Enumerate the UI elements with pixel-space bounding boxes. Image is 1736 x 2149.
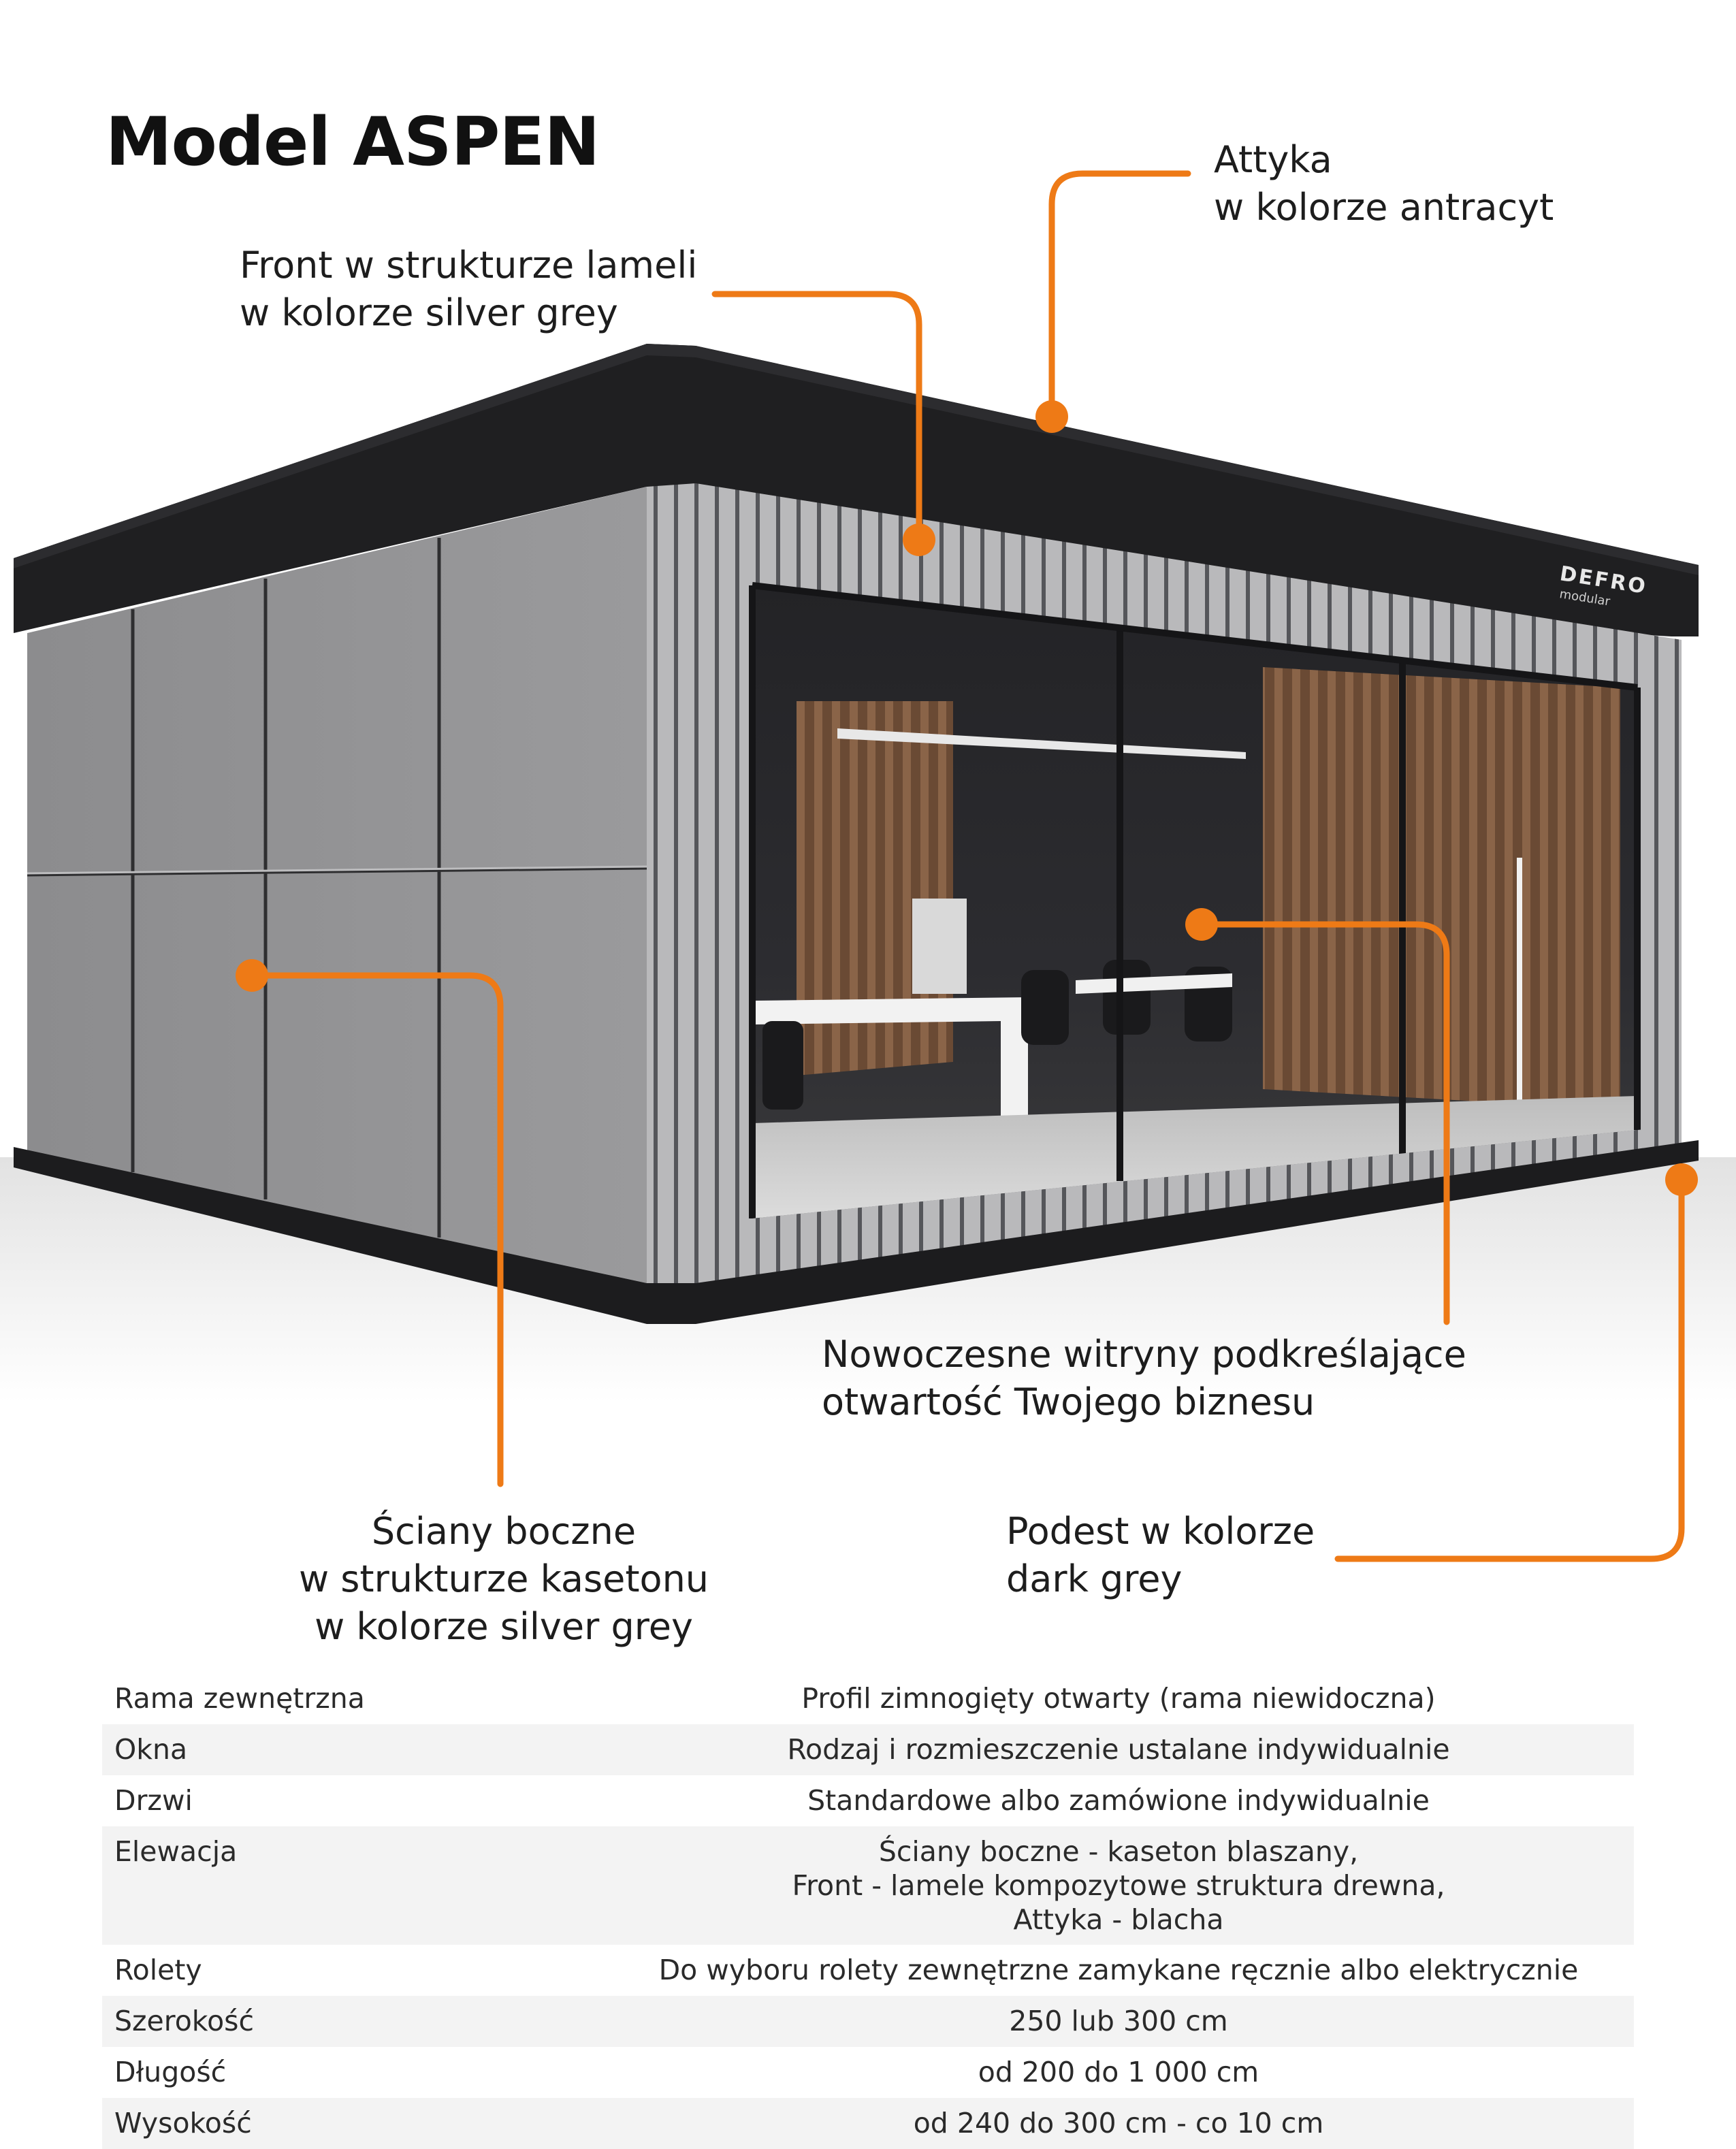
spec-value: 250 lub 300 cm [1009,2005,1228,2037]
spec-value: Do wyboru rolety zewnętrzne zamykane ręc… [658,1954,1579,1986]
spec-value: Standardowe albo zamówione indywidualnie [807,1784,1430,1817]
podest [14,1140,1699,1324]
table-row: Okna Rodzaj i rozmieszczenie ustalane in… [102,1724,1634,1775]
callout-line-podest [1334,1176,1685,1562]
table-row: Szerokość 250 lub 300 cm [102,1996,1634,2047]
callout-sciany: Ściany boczne w strukturze kasetonu w ko… [298,1510,709,1648]
callout-witryny: Nowoczesne witryny podkreślające otwarto… [822,1333,1466,1423]
callout-line-sciany [248,972,504,1487]
table-row: Długość od 200 do 1 000 cm [102,2047,1634,2098]
side-wall [27,487,647,1283]
spec-value: od 200 do 1 000 cm [978,2056,1259,2088]
callout-line-witryny [1198,921,1450,1325]
spec-value: Ściany boczne - kaseton blaszany, Front … [792,1835,1445,1936]
callout-dot-attyka [1035,400,1068,433]
callout-dot-witryny [1185,908,1218,941]
callout-front: Front w strukturze lameli w kolorze silv… [240,244,698,334]
table-row: Wysokość od 240 do 300 cm - co 10 cm [102,2098,1634,2149]
callout-podest: Podest w kolorze dark grey [1006,1510,1315,1600]
spec-label: Wysokość [114,2107,252,2139]
callout-attyka: Attyka w kolorze antracyt [1214,138,1554,229]
specs-table: Rama zewnętrzna Profil zimnogięty otwart… [102,1673,1634,2149]
callout-line-attyka [1048,170,1191,420]
callout-dot-front [903,523,935,556]
callout-dot-podest [1665,1163,1698,1196]
spec-value: Profil zimnogięty otwarty (rama niewidoc… [801,1682,1436,1715]
spec-label: Okna [114,1733,188,1766]
callout-line-front [711,291,922,541]
table-row: Rolety Do wyboru rolety zewnętrzne zamyk… [102,1945,1634,1996]
table-row: Elewacja Ściany boczne - kaseton blaszan… [102,1826,1634,1945]
spec-value: od 240 do 300 cm - co 10 cm [913,2107,1324,2139]
spec-label: Rama zewnętrzna [114,1682,365,1715]
table-row: Drzwi Standardowe albo zamówione indywid… [102,1775,1634,1826]
spec-label: Szerokość [114,2005,255,2037]
table-row: Rama zewnętrzna Profil zimnogięty otwart… [102,1673,1634,1724]
spec-label: Rolety [114,1954,202,1986]
spec-value: Rodzaj i rozmieszczenie ustalane indywid… [787,1733,1450,1766]
page-title: Model ASPEN [106,103,600,181]
spec-label: Drzwi [114,1784,193,1817]
spec-label: Elewacja [114,1835,238,1868]
callout-dot-sciany [236,959,268,992]
spec-label: Długość [114,2056,227,2088]
